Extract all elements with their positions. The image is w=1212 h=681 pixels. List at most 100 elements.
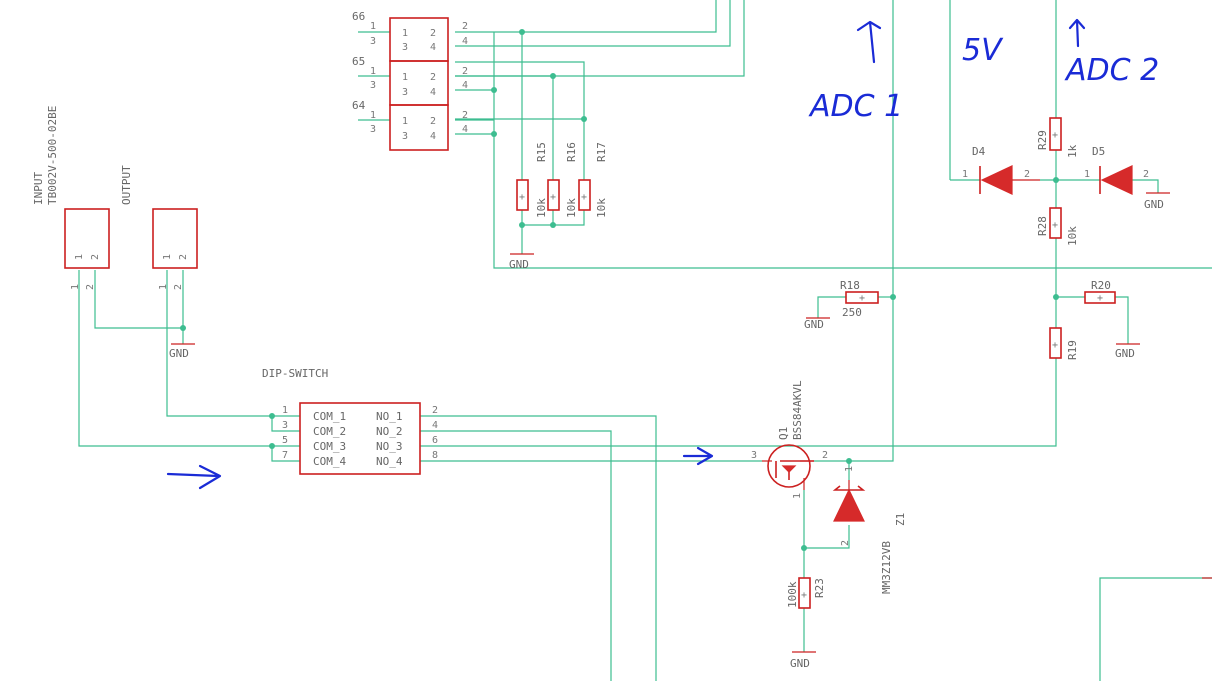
jumper-64-name: 64 <box>352 99 366 112</box>
svg-text:1: 1 <box>792 493 803 499</box>
input-connector[interactable]: 1 2 1 2 INPUT TB002V-500-02BE <box>32 106 110 290</box>
junction-dot <box>519 222 525 228</box>
svg-text:2: 2 <box>462 66 468 77</box>
svg-text:R17: R17 <box>595 142 608 162</box>
adc1-note: ADC 1 <box>808 89 903 124</box>
wire <box>420 415 657 681</box>
svg-text:7: 7 <box>282 450 288 461</box>
svg-text:6: 6 <box>432 435 438 446</box>
arrow-right-icon <box>682 446 714 466</box>
svg-text:1: 1 <box>370 21 376 32</box>
svg-text:2: 2 <box>1143 169 1149 180</box>
svg-text:4: 4 <box>430 131 436 142</box>
svg-text:GND: GND <box>1144 198 1164 211</box>
wire <box>1099 577 1212 681</box>
resistor-r28[interactable]: + R28 10k <box>1036 207 1079 246</box>
output-name: OUTPUT <box>120 165 133 205</box>
svg-text:NO_4: NO_4 <box>376 455 403 468</box>
dip-switch[interactable]: DIP-SWITCH COM_1 COM_2 COM_3 COM_4 NO_1 … <box>262 367 438 475</box>
resistor-r16[interactable]: + R16 10k <box>547 142 578 218</box>
wire <box>814 0 894 462</box>
resistor-r15[interactable]: + R15 10k <box>516 142 548 218</box>
svg-text:4: 4 <box>462 80 468 91</box>
dip-switch-name: DIP-SWITCH <box>262 367 328 380</box>
arrow-up-icon <box>1068 18 1086 48</box>
resistor-r17[interactable]: + R17 10k <box>578 142 608 218</box>
svg-text:COM_3: COM_3 <box>313 440 346 453</box>
svg-text:1: 1 <box>370 66 376 77</box>
resistor-r19[interactable]: + R19 <box>1049 327 1079 360</box>
svg-text:2: 2 <box>178 254 189 260</box>
svg-text:4: 4 <box>462 124 468 135</box>
svg-text:3: 3 <box>282 420 288 431</box>
svg-text:NO_1: NO_1 <box>376 410 403 423</box>
junction-dot <box>550 73 556 79</box>
wire <box>166 270 272 417</box>
gnd-symbol: GND <box>1115 343 1140 360</box>
arrow-right-icon <box>166 464 222 490</box>
junction-dot <box>269 443 275 449</box>
resistor-r20[interactable]: + R20 <box>1084 279 1116 304</box>
wire <box>271 416 300 432</box>
svg-text:2: 2 <box>462 21 468 32</box>
svg-text:GND: GND <box>1115 347 1135 360</box>
svg-text:Z1: Z1 <box>894 513 907 526</box>
svg-text:R18: R18 <box>840 279 860 292</box>
svg-text:2: 2 <box>173 284 184 290</box>
svg-text:2: 2 <box>430 116 436 127</box>
svg-text:R16: R16 <box>565 142 578 162</box>
svg-text:NO_3: NO_3 <box>376 440 403 453</box>
resistor-r18[interactable]: + R18 250 <box>840 279 879 319</box>
svg-text:10k: 10k <box>535 198 548 218</box>
resistor-r29[interactable]: + R29 1k <box>1036 117 1079 158</box>
junction-dot <box>491 131 497 137</box>
svg-text:2: 2 <box>430 72 436 83</box>
svg-text:3: 3 <box>402 42 408 53</box>
diode-d4[interactable]: 1 2 D4 <box>962 145 1040 195</box>
junction-dot <box>890 294 896 300</box>
output-connector[interactable]: 1 2 1 2 OUTPUT <box>120 165 198 290</box>
svg-text:2: 2 <box>822 450 828 461</box>
svg-text:2: 2 <box>840 540 851 546</box>
junction-dot <box>269 413 275 419</box>
wire <box>455 61 585 119</box>
mosfet-q1[interactable]: 3 2 1 Q1 BSS84AKVL <box>751 380 828 499</box>
mosfet-name: Q1 <box>777 427 790 440</box>
svg-text:R23: R23 <box>813 578 826 598</box>
svg-text:1: 1 <box>844 466 855 472</box>
junction-dot <box>180 325 186 331</box>
wire <box>455 0 731 47</box>
svg-text:100k: 100k <box>786 581 799 608</box>
zener-z1[interactable]: 1 2 MM3Z12VB Z1 <box>832 466 907 594</box>
wire <box>804 525 850 549</box>
mosfet-value: BSS84AKVL <box>791 380 804 440</box>
svg-text:4: 4 <box>430 42 436 53</box>
svg-text:3: 3 <box>370 36 376 47</box>
wire <box>94 270 183 329</box>
diode-d5[interactable]: 1 2 D5 <box>1084 145 1149 195</box>
svg-text:2: 2 <box>90 254 101 260</box>
svg-text:COM_1: COM_1 <box>313 410 346 423</box>
wire <box>455 0 745 77</box>
svg-text:+: + <box>859 293 865 304</box>
svg-text:10k: 10k <box>565 198 578 218</box>
svg-text:1: 1 <box>162 254 173 260</box>
jumper-65-name: 65 <box>352 55 365 68</box>
svg-text:1: 1 <box>370 110 376 121</box>
wire <box>78 270 272 447</box>
junction-dot <box>491 87 497 93</box>
wire <box>817 296 846 318</box>
svg-text:3: 3 <box>402 131 408 142</box>
svg-text:GND: GND <box>509 258 529 271</box>
jumper-66-name: 66 <box>352 10 365 23</box>
svg-text:+: + <box>801 590 807 601</box>
resistor-r23[interactable]: + 100k R23 <box>786 577 826 609</box>
junction-dot <box>846 458 852 464</box>
svg-text:1: 1 <box>282 405 288 416</box>
svg-text:+: + <box>1097 293 1103 304</box>
svg-text:1: 1 <box>962 169 968 180</box>
gnd-symbol: GND <box>804 317 830 331</box>
